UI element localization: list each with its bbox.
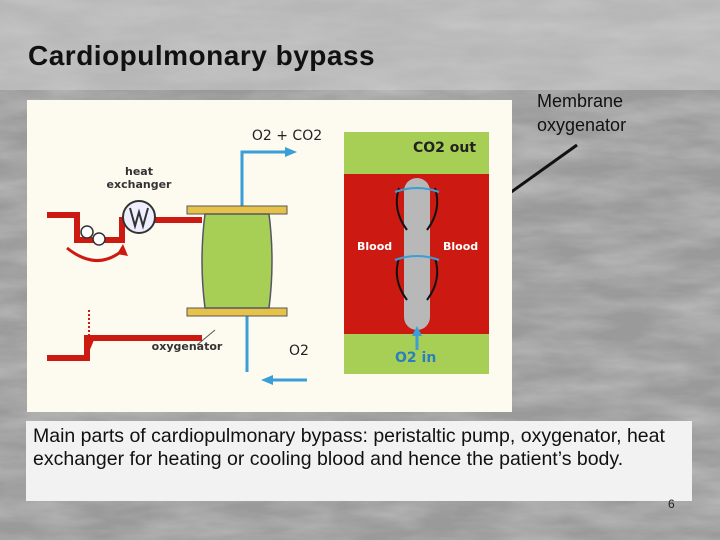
- callout-line-1: Membrane: [537, 91, 624, 111]
- blood-left-label: Blood: [357, 240, 392, 253]
- exchanger-label: exchanger: [107, 178, 172, 191]
- o2-in-label: O2 in: [395, 350, 436, 366]
- caption-box: [26, 421, 692, 501]
- page-number: 6: [668, 497, 675, 511]
- o2-co2-label: O2 + CO2: [252, 128, 322, 144]
- caption-text: Main parts of cardiopulmonary bypass: pe…: [33, 425, 665, 470]
- oxygenator-cartridge: [186, 205, 288, 317]
- blood-tubing-lower: [47, 335, 202, 361]
- o2-out-label: O2: [289, 343, 309, 359]
- heat-label: heat: [125, 165, 153, 178]
- pump-roller-icon: [80, 225, 94, 239]
- co2-out-label: CO2 out: [413, 140, 476, 156]
- callout-line-2: oxygenator: [537, 115, 627, 135]
- bypass-diagram: heat exchanger O2 + CO2 O2 oxygenator CO…: [27, 100, 512, 412]
- membrane-closeup: [344, 132, 489, 374]
- oxygenator-label: oxygenator: [152, 340, 223, 353]
- slide-title: Cardiopulmonary bypass: [28, 40, 376, 71]
- callout-label: Membrane oxygenator: [537, 89, 626, 137]
- blood-right-label: Blood: [443, 240, 478, 253]
- heat-exchanger-icon: [122, 200, 156, 234]
